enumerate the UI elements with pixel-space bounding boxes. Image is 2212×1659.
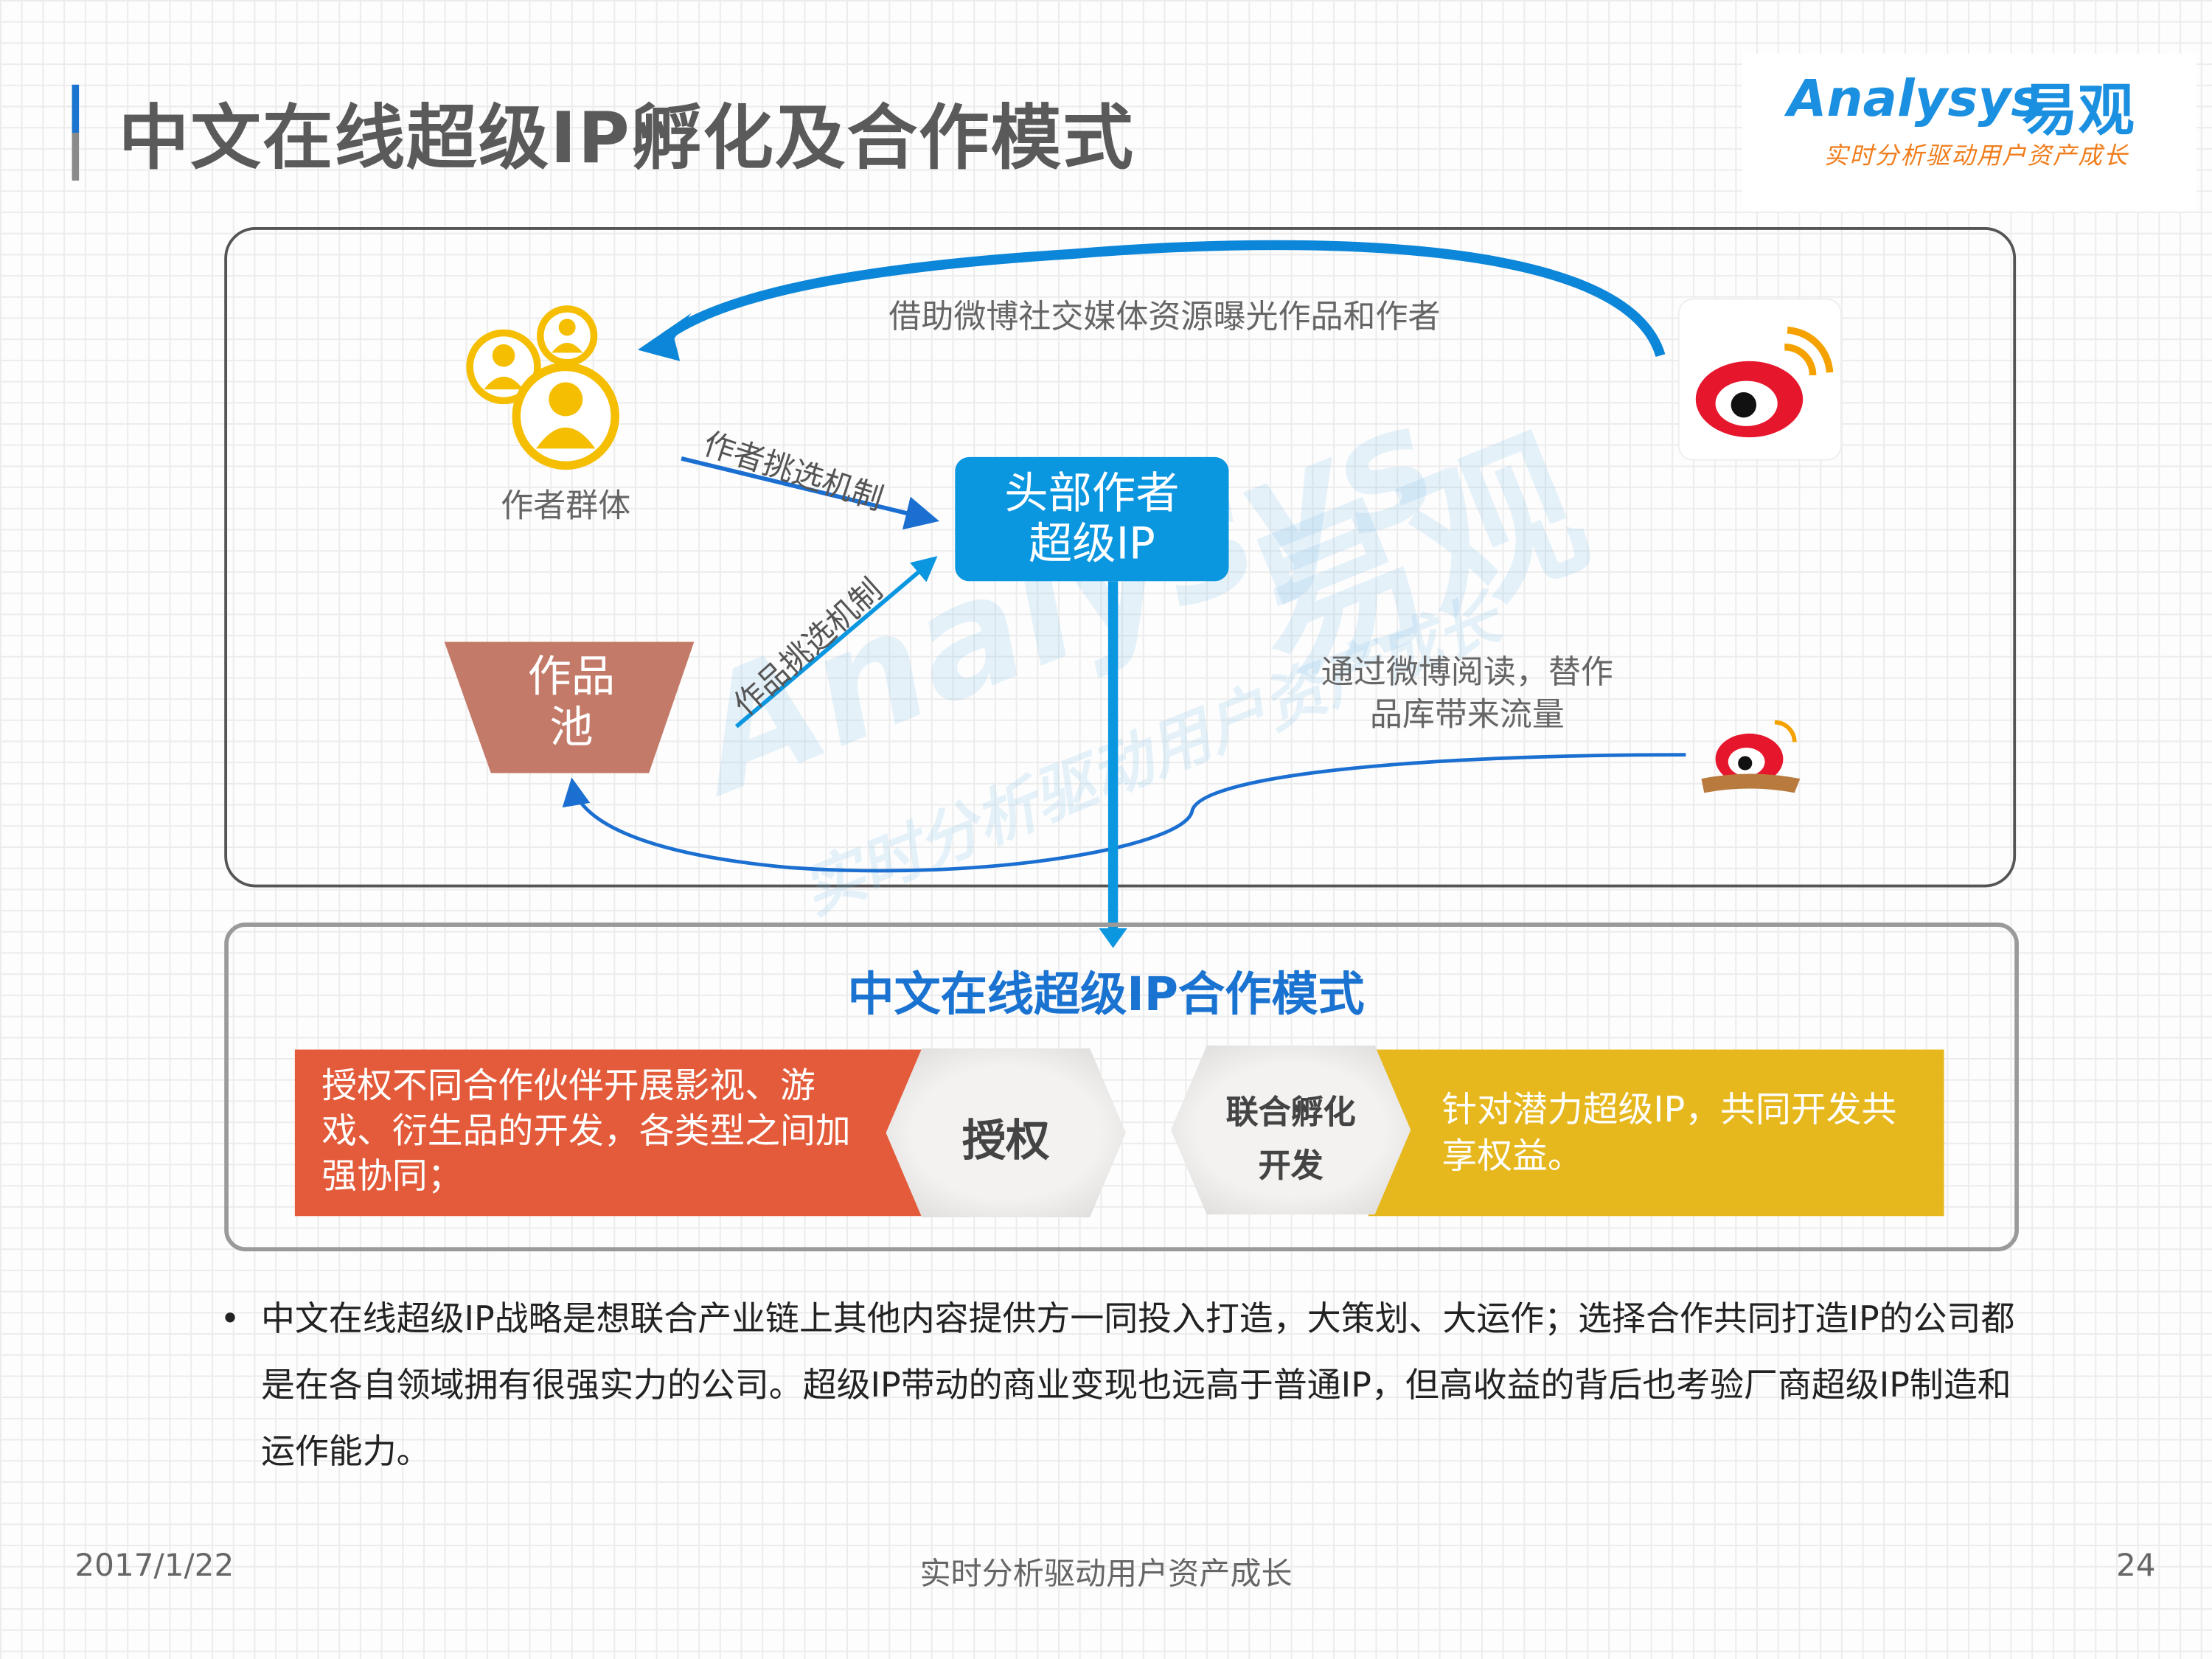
author-group-icon [466, 305, 619, 470]
top-ip-line1: 头部作者 [1004, 468, 1180, 520]
page-number: 24 [2115, 1548, 2156, 1585]
work-selection-arrow [734, 556, 938, 728]
weibo-reading-line2: 品库带来流量 [1369, 697, 1565, 734]
joint-label-line2: 开发 [1258, 1148, 1324, 1186]
weibo-exposure-arrow [660, 240, 1666, 358]
weibo-reading-label: 通过微博阅读，替作 品库带来流量 [1270, 652, 1665, 737]
license-bar [294, 1049, 925, 1217]
cooperation-panel [224, 922, 2019, 1252]
footer-date: 2017/1/22 [74, 1548, 234, 1585]
weibo-exposure-label: 借助微博社交媒体资源曝光作品和作者 [888, 299, 1441, 336]
license-text: 授权不同合作伙伴开展影视、游戏、衍生品的开发，各类型之间加强协同； [321, 1065, 851, 1197]
logo-tagline: 实时分析驱动用户资产成长 [1823, 142, 2129, 171]
joint-development-hexagon: 联合孵化 开发 [1171, 1045, 1411, 1215]
weibo-icon [1677, 298, 1842, 461]
joint-development-text: 针对潜力超级IP，共同开发共享权益。 [1441, 1089, 1897, 1177]
license-label: 授权 [961, 1116, 1050, 1167]
cooperation-title: 中文在线超级IP合作模式 [847, 966, 1365, 1022]
footer-slogan: 实时分析驱动用户资产成长 [919, 1557, 1293, 1593]
page-title: 中文在线超级IP孵化及合作模式 [118, 97, 1135, 179]
summary-paragraph: 中文在线超级IP战略是想联合产业链上其他内容提供方一同投入打造，大策划、大运作；… [260, 1299, 2015, 1472]
joint-development-bar [1368, 1049, 1944, 1217]
weibo-reading-arrow [562, 753, 1686, 873]
weibo-reading-icon [1701, 720, 1801, 793]
top-ip-line2: 超级IP [1028, 519, 1155, 570]
work-pool-shape [444, 641, 695, 773]
analysys-logo: Analysys 易观 实时分析驱动用户资产成长 [1742, 53, 2197, 212]
top-author-super-ip-box: 头部作者 超级IP [955, 456, 1229, 582]
author-group-label: 作者群体 [501, 488, 631, 525]
pool-line1: 作品 [527, 651, 616, 703]
license-hexagon: 授权 [886, 1048, 1126, 1218]
logo-brand-cn: 易观 [2021, 79, 2135, 145]
bullet-icon: • [220, 1299, 240, 1339]
joint-label-line1: 联合孵化 [1225, 1094, 1356, 1132]
weibo-exposure-arrowhead [637, 313, 692, 361]
weibo-reading-line1: 通过微博阅读，替作 [1321, 654, 1613, 692]
work-pool-label: 作品 池 [487, 652, 656, 754]
logo-brand-en: Analysys [1787, 70, 2042, 129]
author-selection-arrow [681, 456, 939, 530]
title-accent-bar [72, 84, 80, 181]
ip-to-cooperation-arrowhead [1099, 928, 1127, 948]
pool-line2: 池 [549, 702, 594, 754]
incubation-diagram-panel [224, 227, 2017, 888]
